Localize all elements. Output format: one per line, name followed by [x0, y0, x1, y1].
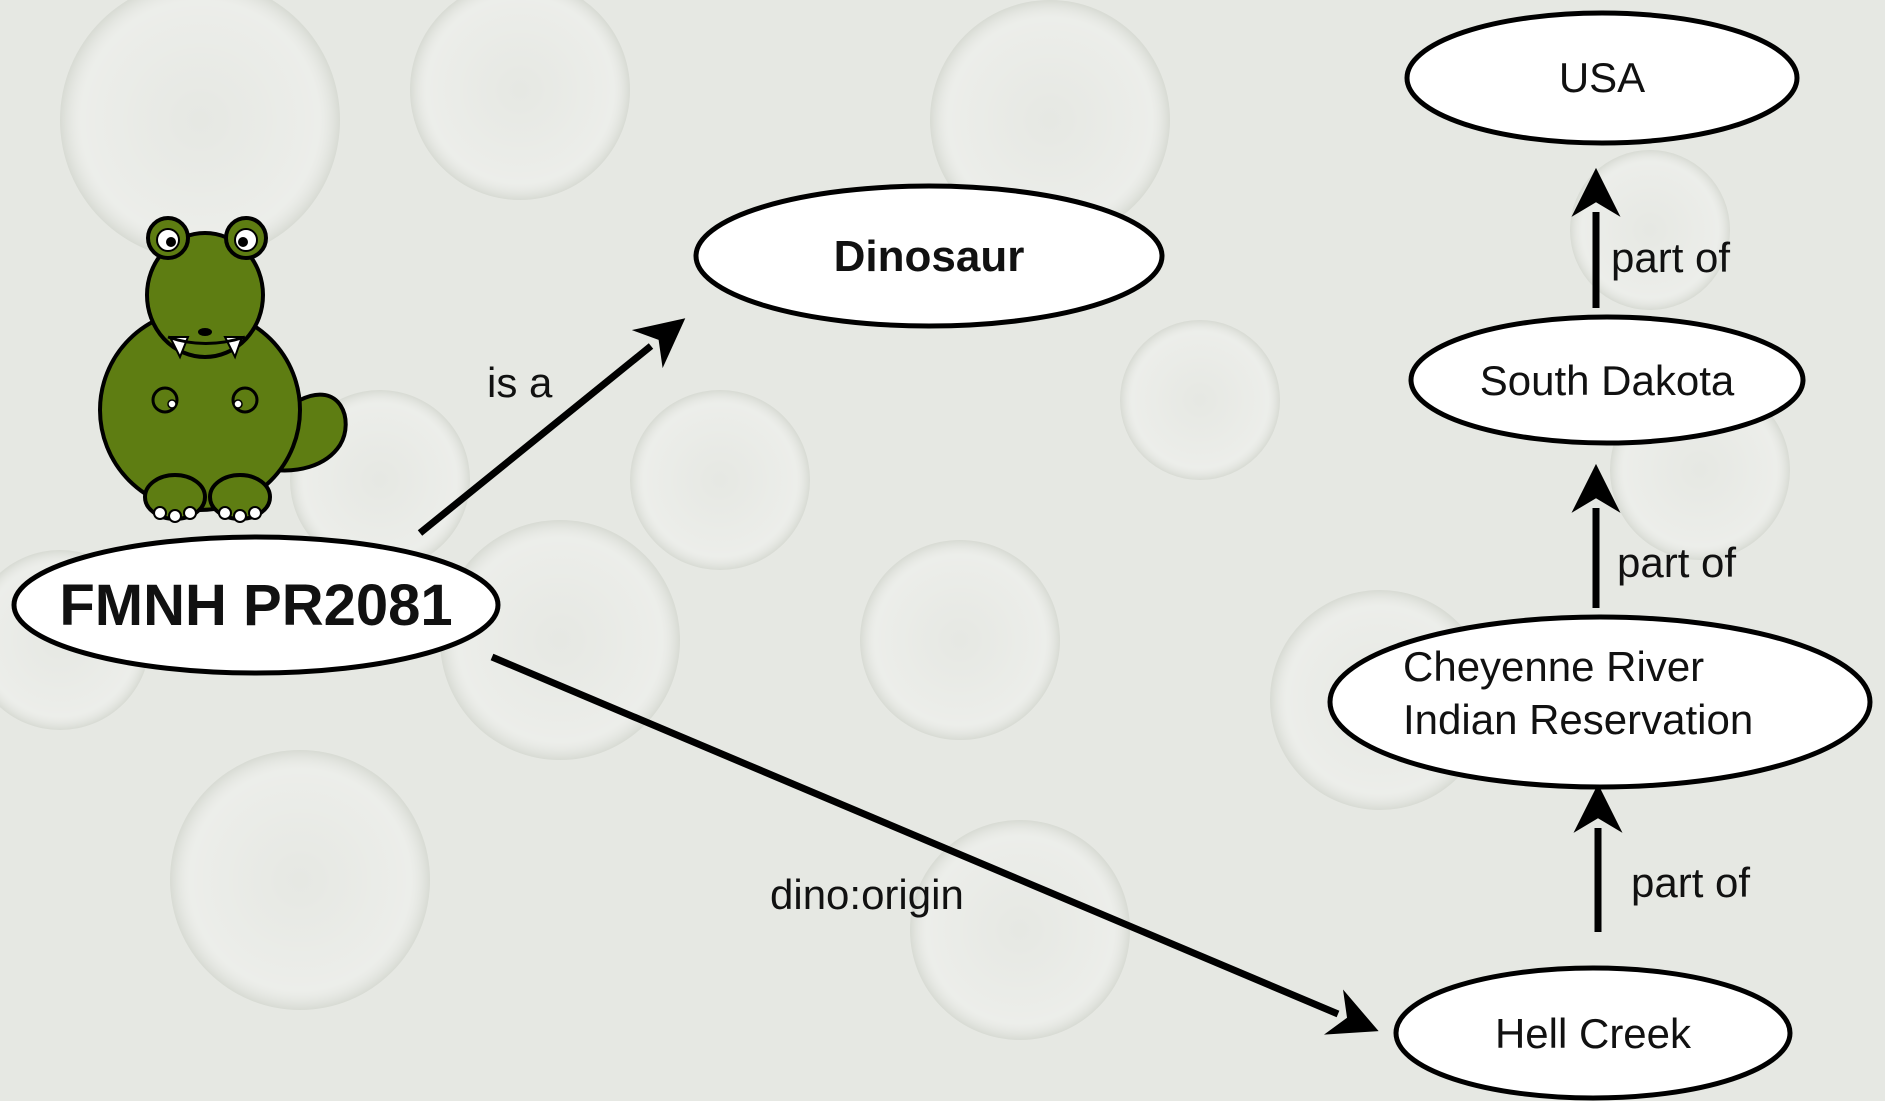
- edge-label-part-of-3: part of: [1631, 859, 1750, 906]
- edge-label-dino-origin: dino:origin: [770, 871, 964, 918]
- node-hell-creek: Hell Creek: [1396, 968, 1790, 1098]
- node-label-specimen: FMNH PR2081: [59, 573, 452, 638]
- node-label-cheyenne-line1: Cheyenne River: [1403, 643, 1704, 690]
- node-label-hell-creek: Hell Creek: [1495, 1010, 1692, 1057]
- node-usa: USA: [1407, 13, 1797, 143]
- edge-label-is-a: is a: [487, 359, 553, 406]
- edge-label-part-of-2: part of: [1617, 539, 1736, 586]
- node-specimen: FMNH PR2081: [14, 537, 498, 673]
- node-dinosaur: Dinosaur: [696, 186, 1162, 326]
- node-label-cheyenne-line2: Indian Reservation: [1403, 696, 1753, 743]
- node-label-usa: USA: [1559, 54, 1645, 101]
- node-cheyenne-river: Cheyenne River Indian Reservation: [1330, 617, 1870, 787]
- node-south-dakota: South Dakota: [1411, 317, 1803, 443]
- edge-label-part-of-1: part of: [1611, 234, 1730, 281]
- node-label-south-dakota: South Dakota: [1480, 357, 1735, 404]
- node-label-dinosaur: Dinosaur: [834, 232, 1025, 281]
